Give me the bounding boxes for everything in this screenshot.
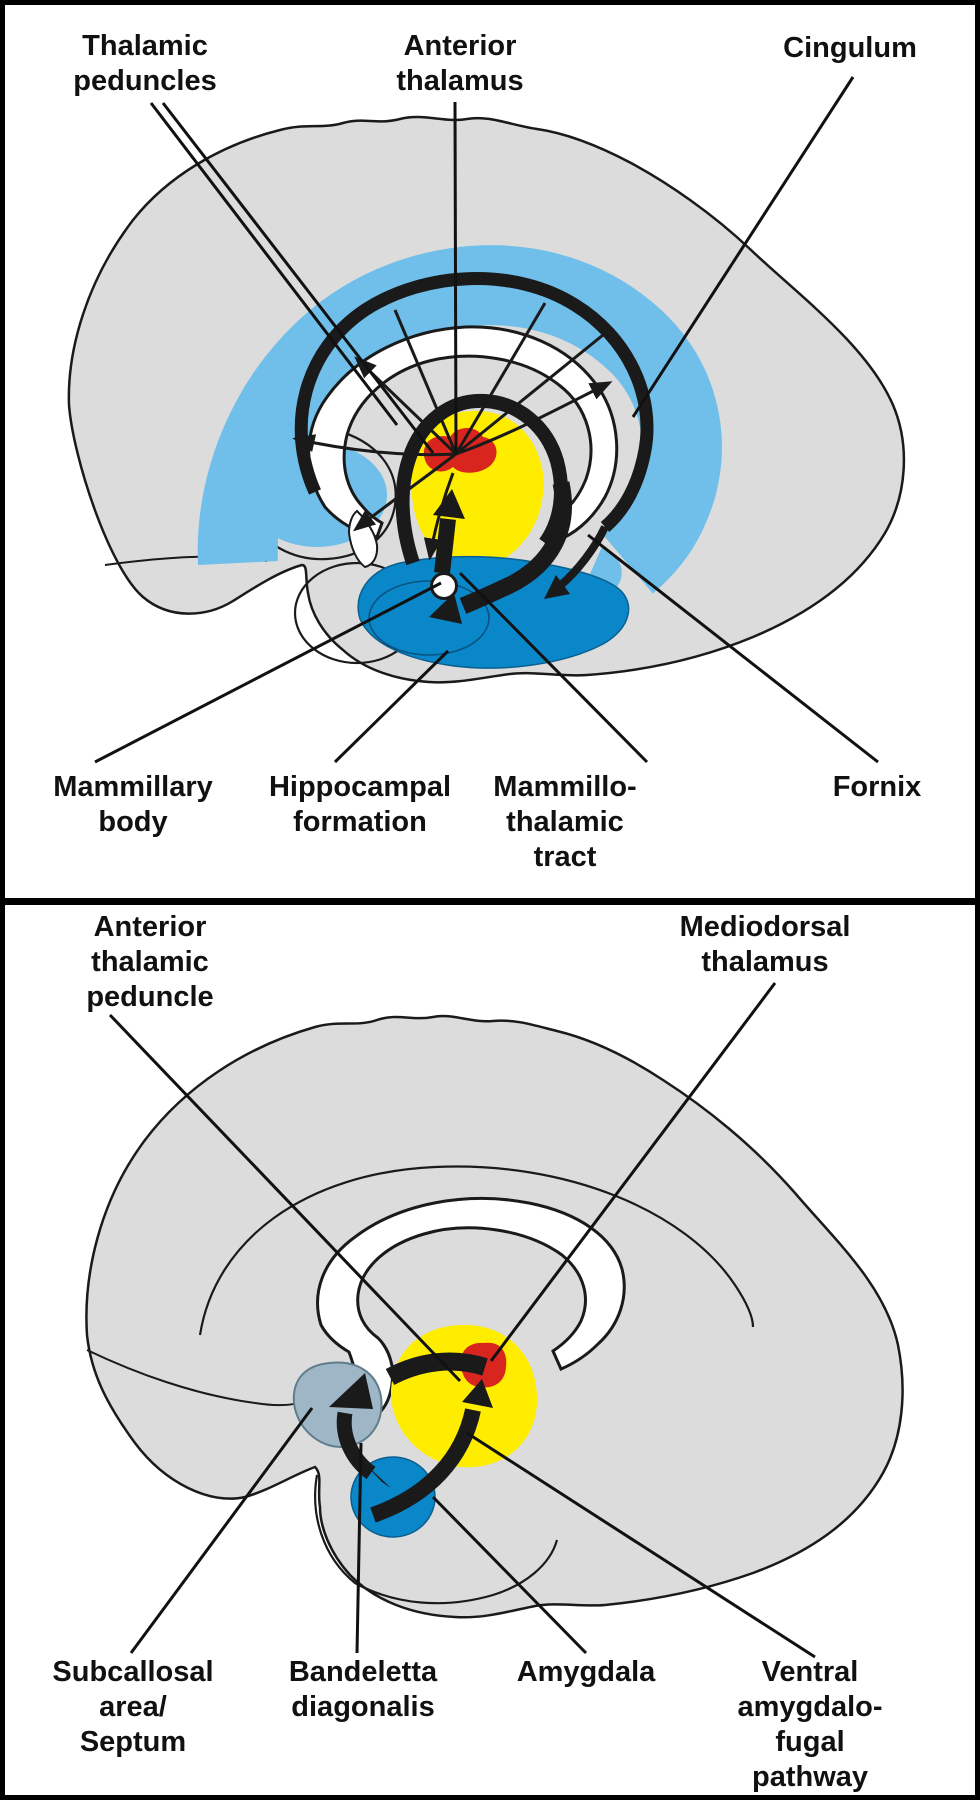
thalamic-peduncle-fibers xyxy=(292,302,613,561)
ventral-amygdalofugal-arrowhead xyxy=(462,1379,493,1408)
label-mammillo-thalamic-tract: Mammillo- thalamic tract xyxy=(493,771,637,873)
corpus-callosum-shape xyxy=(307,325,619,540)
cingulum-descending-limb xyxy=(558,525,609,589)
label-bandeletta-diagonalis: Bandeletta diagonalis xyxy=(288,1656,438,1723)
peduncle-fiber-arrow xyxy=(292,434,457,457)
label-hippocampal-formation: Hippocampal formation xyxy=(268,771,452,838)
cingulum-arc xyxy=(294,272,654,532)
peduncle-fiber xyxy=(393,309,458,455)
anterior-thalamic-peduncle-arrowhead xyxy=(329,1373,373,1409)
hypothalamic-fiber-arrow xyxy=(423,472,455,561)
panel-divider xyxy=(5,898,975,905)
label-thalamic-peduncles: Thalamic peduncles xyxy=(73,30,217,97)
label-mediodorsal-thalamus: Mediodorsal thalamus xyxy=(679,911,851,978)
mammillothalamic-arrow-shaft xyxy=(434,518,456,574)
anterior-thalamic-peduncle-arrow-shaft xyxy=(385,1352,488,1386)
top-leader-lines xyxy=(94,76,879,764)
peduncle-fiber-arrow xyxy=(455,381,613,456)
cingulate-sulcus-contour xyxy=(198,1165,755,1336)
mammillary-body-shape xyxy=(430,572,458,600)
label-anterior-thalamus: Anterior thalamus xyxy=(396,30,524,97)
label-fornix: Fornix xyxy=(832,771,922,803)
label-mammillary-body: Mammillary body xyxy=(53,771,213,838)
label-anterior-thalamic-peduncle: Anterior thalamic peduncle xyxy=(86,911,214,1013)
ventral-amygdalofugal-arrow-shaft xyxy=(370,1408,481,1523)
leader-mediodorsal-thalamus xyxy=(489,982,777,1362)
leader-mammillothalamic-tract xyxy=(458,571,649,764)
leader-ventral-amygdalofugal xyxy=(466,1431,816,1659)
peduncle-fiber-arrow xyxy=(352,452,457,532)
fornix-descending-limb xyxy=(459,481,572,614)
leader-anterior-thalamus xyxy=(453,101,458,455)
peduncle-fiber xyxy=(455,333,604,456)
sylvian-contour xyxy=(86,1349,311,1407)
label-ventral-amygdalofugal: Ventral amygdalo- fugal pathway xyxy=(737,1656,883,1793)
label-cingulum: Cingulum xyxy=(783,32,917,64)
cingulum-arrowhead xyxy=(544,575,570,599)
leader-hippocampal-formation xyxy=(333,649,450,764)
leader-amygdala xyxy=(431,1495,588,1655)
cerebrum-outline xyxy=(85,1014,904,1619)
label-subcallosal-area-septum: Subcallosal area/ Septum xyxy=(52,1656,214,1758)
diagram-artwork xyxy=(67,76,906,1659)
leader-bandeletta-diagonalis xyxy=(355,1442,363,1654)
leader-fornix xyxy=(587,533,879,764)
top-panel-brain xyxy=(67,76,906,764)
leader-anterior-thalamic-peduncle xyxy=(108,1013,462,1383)
leader-mammillary-body xyxy=(94,581,442,764)
fornix-arrowhead xyxy=(429,593,462,624)
temporal-pole-contour xyxy=(314,1474,559,1605)
peduncle-fiber xyxy=(454,302,547,455)
bottom-panel-brain xyxy=(85,982,904,1659)
leader-subcallosal-septum xyxy=(129,1407,314,1654)
hippocampus-inner-contour xyxy=(368,580,490,656)
leader-cingulum xyxy=(631,76,855,418)
mammillothalamic-arrowhead xyxy=(433,489,465,519)
label-amygdala: Amygdala xyxy=(516,1656,656,1688)
leader-thalamic-peduncles-2 xyxy=(161,102,435,454)
bandeletta-arrow-shaft xyxy=(336,1411,376,1480)
bottom-leader-lines xyxy=(108,982,816,1659)
bandeletta-arrowhead xyxy=(361,1460,391,1488)
leader-thalamic-peduncles-1 xyxy=(149,102,399,426)
